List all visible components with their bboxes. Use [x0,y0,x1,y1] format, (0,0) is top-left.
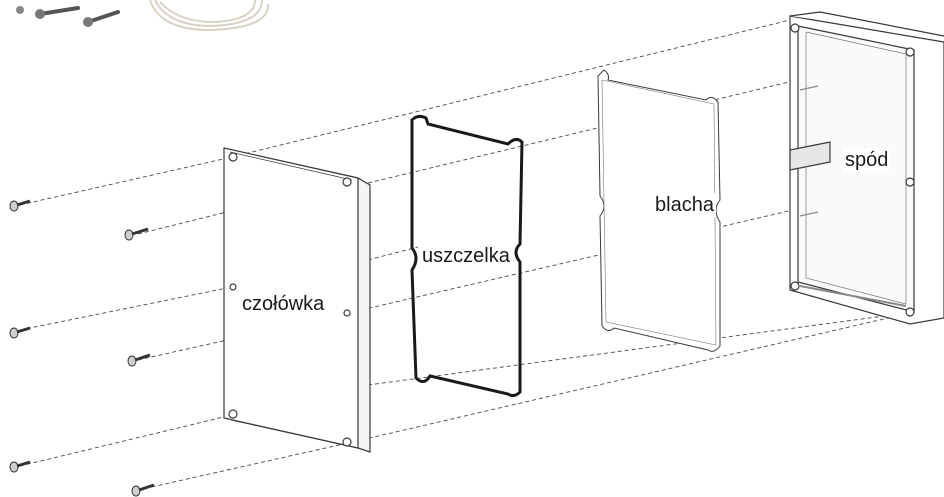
screw-icon [9,326,31,339]
loose-screws-photo [16,6,120,27]
cable-photo [149,0,270,32]
screw-icon [9,460,31,473]
screw-icon [127,353,151,367]
gasket-drawing [410,114,524,398]
label-base: spód [843,148,891,172]
screw-icon [124,227,149,241]
screw-icon [131,483,155,497]
label-plate: blacha [653,193,716,217]
label-gasket: uszczelka [420,244,512,268]
screws [9,199,155,497]
label-front-cover: czołówka [240,292,327,316]
screw-icon [9,199,31,212]
